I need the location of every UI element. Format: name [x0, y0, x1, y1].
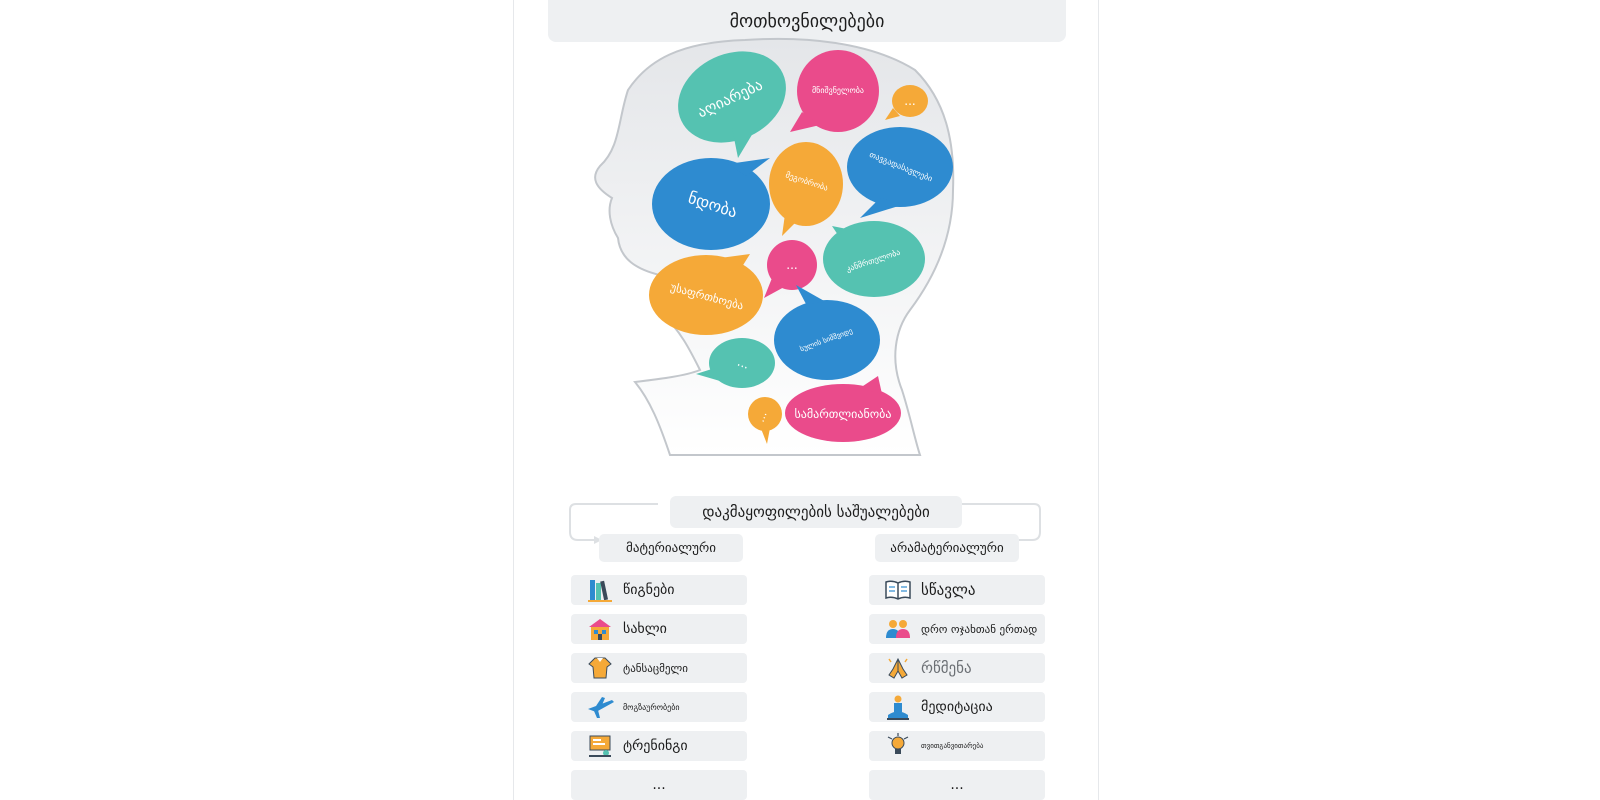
material-item-house: სახლი [571, 614, 747, 644]
immaterial-item-label: რწმენა [921, 659, 972, 677]
bubble-recognition: აღიარება [678, 51, 786, 158]
bubble-dots-3-text: ... [736, 355, 752, 372]
material-item-label: ტრენინგი [623, 738, 688, 754]
bubble-trust: ნდობა [652, 158, 770, 250]
material-item-label: ... [652, 777, 666, 793]
immaterial-item-meditation: მედიტაცია [869, 692, 1045, 722]
immaterial-category-label: არამატერიალური [890, 540, 1004, 556]
material-category: მატერიალური [599, 534, 743, 562]
bubble-significance: მნიშვნელობა [790, 50, 879, 132]
immaterial-item-label: მედიტაცია [921, 699, 993, 715]
bubble-justice-text: სამართლიანობა [795, 407, 892, 421]
bubble-adventures: თავგადასავლები [847, 127, 953, 218]
self-development-icon [881, 731, 915, 761]
bubble-significance-text: მნიშვნელობა [812, 85, 864, 95]
bubble-peace-of-mind: სულის სიმშვიდე [774, 285, 880, 380]
bubble-dots-2-text: ... [786, 258, 797, 272]
bubble-dots-3: ... [696, 338, 775, 388]
bubble-friendship: მეგობრობა [769, 142, 843, 236]
immaterial-item-more: ... [869, 770, 1045, 800]
books-icon [583, 575, 617, 605]
praying-hands-icon [881, 653, 915, 683]
material-item-label: წიგნები [623, 582, 675, 598]
material-item-books: წიგნები [571, 575, 747, 605]
meditation-icon [881, 692, 915, 722]
bubble-dots-1-text: ... [904, 94, 915, 108]
airplane-icon [583, 692, 617, 722]
immaterial-item-label: სწავლა [921, 581, 976, 599]
means-title-text: დაკმაყოფილების საშუალებები [702, 503, 930, 521]
immaterial-item-label: ... [950, 777, 964, 793]
head-diagram: აღიარება მნიშვნელობა ... ნდობა მეგობრობა… [594, 37, 955, 456]
bubble-dots-4-text: ... [754, 410, 770, 424]
material-item-label: ტანსაცმელი [623, 661, 688, 675]
immaterial-item-learning: სწავლა [869, 575, 1045, 605]
material-item-travels: მოგზაურობები [571, 692, 747, 722]
page-title: მოთხოვნილებები [548, 0, 1066, 42]
immaterial-item-faith: რწმენა [869, 653, 1045, 683]
material-item-label: სახლი [623, 621, 667, 637]
bubble-dots-2: ... [764, 240, 817, 298]
immaterial-category: არამატერიალური [875, 534, 1019, 562]
immaterial-item-self-development: თვითგანვითარება [869, 731, 1045, 761]
bubble-dots-1: ... [885, 85, 928, 120]
immaterial-item-family-time: დრო ოჯახთან ერთად [869, 614, 1045, 644]
immaterial-item-label: თვითგანვითარება [921, 742, 984, 750]
bubble-safety: უსაფრთხოება [649, 254, 763, 335]
house-icon [583, 614, 617, 644]
material-item-more: ... [571, 770, 747, 800]
bubble-justice: სამართლიანობა [785, 376, 901, 442]
material-item-label: მოგზაურობები [623, 702, 680, 712]
open-book-icon [881, 575, 915, 605]
bubble-health: კანმრთელობა [823, 221, 925, 297]
material-category-label: მატერიალური [626, 540, 716, 556]
page-title-text: მოთხოვნილებები [729, 10, 885, 32]
immaterial-item-label: დრო ოჯახთან ერთად [921, 622, 1038, 636]
family-icon [881, 614, 915, 644]
material-item-training: ტრენინგი [571, 731, 747, 761]
shirt-icon [583, 653, 617, 683]
bubble-dots-4: ... [748, 397, 782, 444]
material-item-clothes: ტანსაცმელი [571, 653, 747, 683]
means-title: დაკმაყოფილების საშუალებები [670, 496, 962, 528]
training-board-icon [583, 731, 617, 761]
